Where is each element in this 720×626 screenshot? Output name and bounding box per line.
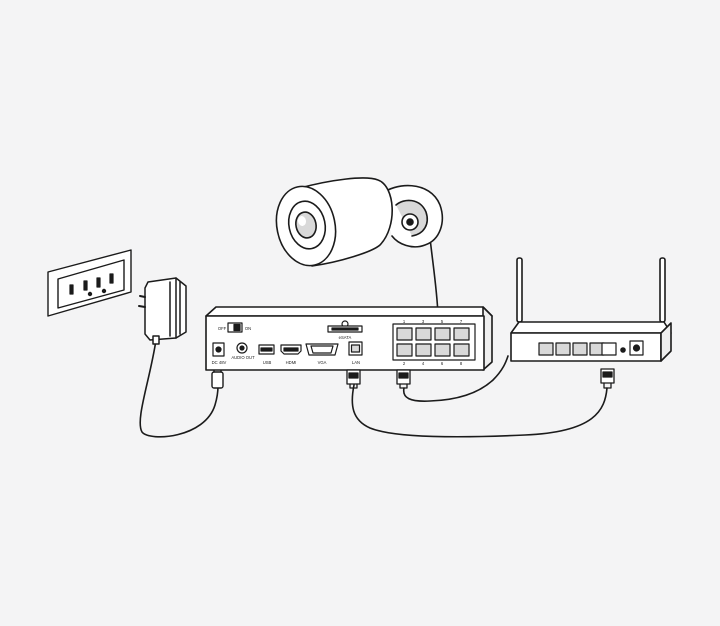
lan-label: LAN xyxy=(352,360,360,365)
poe-top-label-5: 5 xyxy=(441,319,444,324)
poe-top-label-3: 3 xyxy=(422,319,425,324)
switch-on-label: ON xyxy=(245,326,251,331)
usb-label: USB xyxy=(263,360,272,365)
switch-off-label: OFF xyxy=(218,326,227,331)
poe-ports xyxy=(392,323,476,361)
lan-rj45-plug xyxy=(346,369,361,389)
power-cable xyxy=(139,339,219,438)
router xyxy=(510,257,672,362)
esata-port xyxy=(327,320,363,333)
nvr-recorder: OFF ON DC 48V AUDIO OUT USB HDMI xyxy=(205,306,493,371)
poe-bottom-label-2: 2 xyxy=(403,361,406,366)
router-rj45-plug xyxy=(600,368,615,389)
poe-rj45-plug xyxy=(396,369,411,389)
hdmi-label: HDMI xyxy=(286,360,297,365)
poe-to-router-cable xyxy=(402,355,509,402)
power-adapter xyxy=(138,277,187,345)
dc-jack xyxy=(212,342,225,357)
wall-outlet xyxy=(47,249,132,317)
poe-bottom-label-8: 8 xyxy=(460,361,463,366)
vga-label: VGA xyxy=(318,360,327,365)
hdmi-port xyxy=(280,344,302,355)
poe-top-label-1: 1 xyxy=(403,319,406,324)
lan-port xyxy=(348,341,363,356)
audio-label: AUDIO OUT xyxy=(231,355,255,360)
outlet-slots-icon xyxy=(69,273,114,297)
vga-port xyxy=(305,343,339,356)
usb-port xyxy=(258,344,275,355)
router-power-jack xyxy=(629,340,644,356)
bullet-camera xyxy=(275,177,444,267)
router-antenna-right xyxy=(659,257,666,323)
dc-label: DC 48V xyxy=(212,360,227,365)
power-switch xyxy=(227,322,243,333)
camera-cable xyxy=(429,237,439,316)
poe-top-label-7: 7 xyxy=(460,319,463,324)
poe-bottom-label-6: 6 xyxy=(441,361,444,366)
lan-to-router-cable xyxy=(351,384,608,438)
esata-label: eSATA xyxy=(339,335,352,340)
audio-out-port xyxy=(236,342,248,354)
poe-bottom-label-4: 4 xyxy=(422,361,425,366)
router-reset-icon xyxy=(620,347,626,353)
router-antenna-left xyxy=(516,257,523,323)
